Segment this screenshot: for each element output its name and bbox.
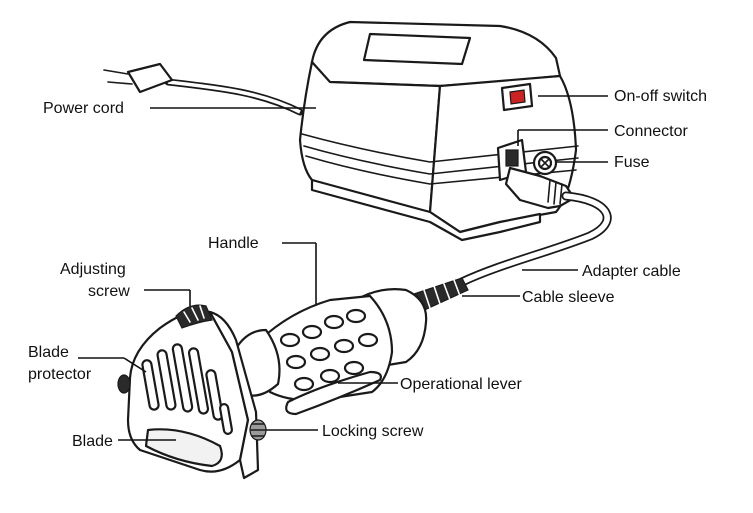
leader-lines	[78, 95, 608, 441]
adapter-cable	[457, 191, 612, 287]
label-adjusting-screw-line2: screw	[88, 283, 130, 300]
label-power-cord: Power cord	[43, 100, 124, 117]
label-blade-protector-line1: Blade	[28, 344, 69, 361]
plug-icon	[103, 62, 174, 94]
label-handle: Handle	[208, 235, 259, 252]
label-cable-sleeve: Cable sleeve	[522, 289, 615, 306]
cable-connector-plug	[504, 166, 576, 210]
label-adapter-cable: Adapter cable	[582, 263, 681, 280]
label-connector: Connector	[614, 123, 688, 140]
blade-assembly	[117, 304, 267, 480]
label-blade-protector-line2: protector	[28, 366, 92, 383]
label-adjusting-screw-line1: Adjusting	[60, 261, 126, 278]
power-cord	[103, 62, 304, 116]
label-on-off-switch: On-off switch	[614, 88, 707, 105]
labels: Power cord On-off switch Connector Fuse …	[28, 88, 707, 450]
protector-slots	[141, 343, 234, 435]
label-fuse: Fuse	[614, 154, 650, 171]
locking-screw-icon	[249, 419, 267, 441]
label-operational-lever: Operational lever	[400, 376, 523, 393]
knife-handle	[230, 288, 428, 416]
label-blade: Blade	[72, 433, 113, 450]
label-locking-screw: Locking screw	[322, 423, 424, 440]
on-off-switch-icon	[500, 82, 534, 112]
adjusting-screw-icon	[175, 304, 213, 329]
blade	[144, 428, 223, 468]
fuse-icon	[532, 150, 558, 176]
left-knob-icon	[117, 374, 131, 394]
control-box	[298, 20, 579, 242]
